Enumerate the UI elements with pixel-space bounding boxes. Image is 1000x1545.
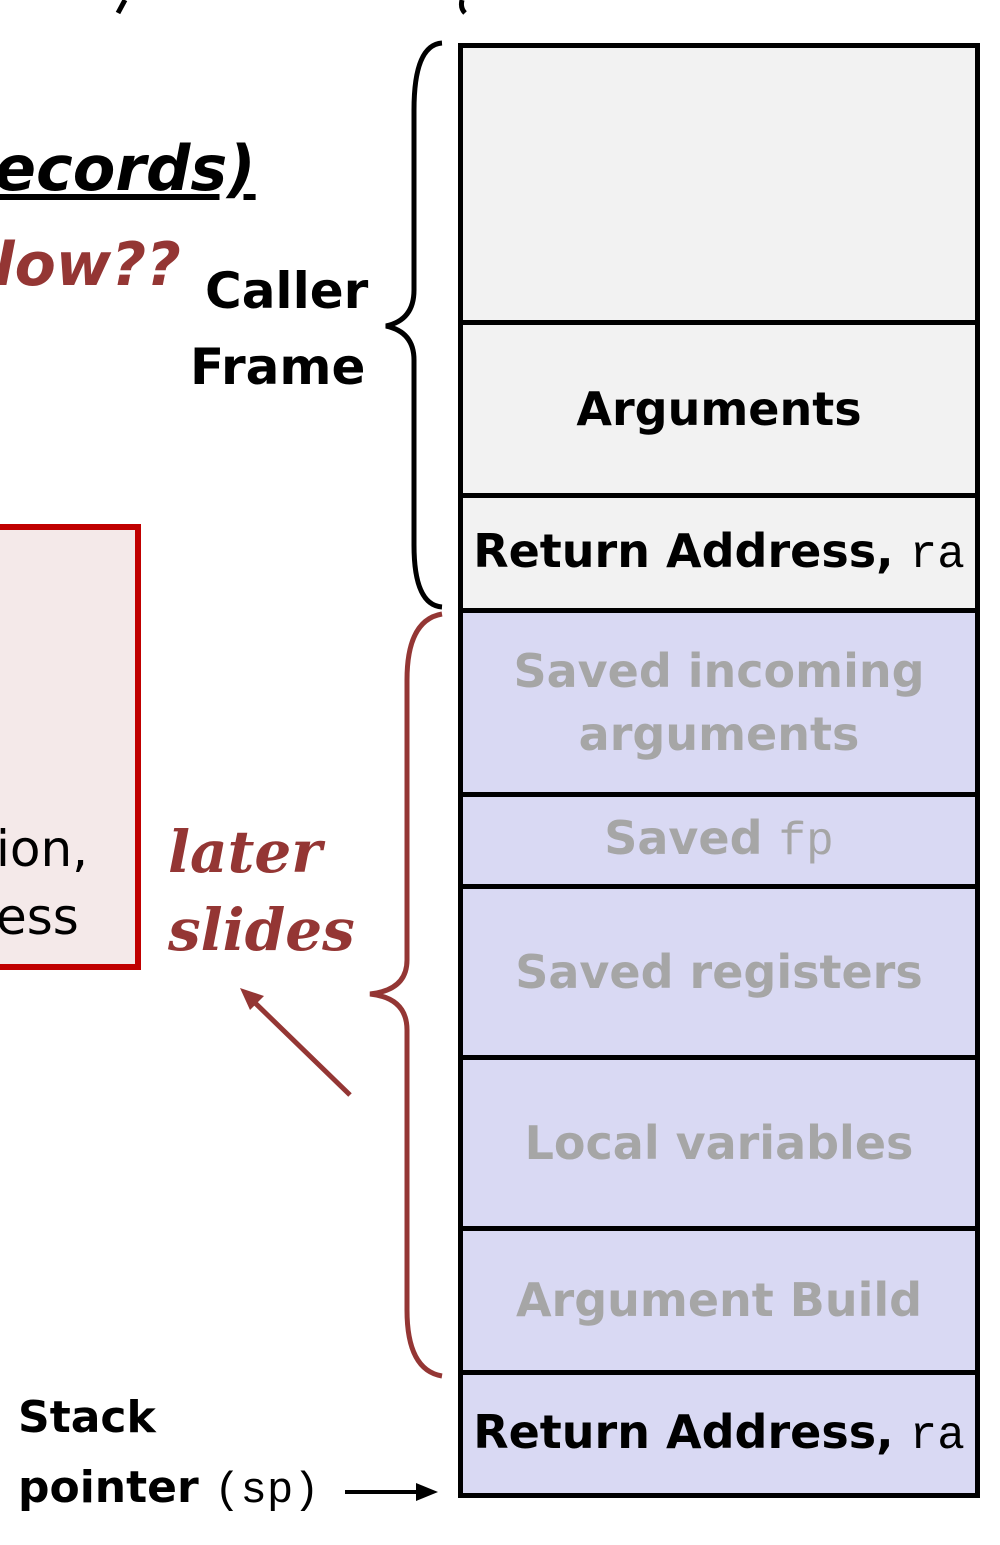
stack-cell-saved-registers: Saved registers xyxy=(458,884,980,1060)
later-label-1: later xyxy=(168,818,322,886)
register-fp: fp xyxy=(778,816,834,869)
note-box xyxy=(0,524,141,970)
cell-label: Local variables xyxy=(524,1115,914,1170)
partial-slash-glyph xyxy=(115,0,128,15)
stack-cell-arguments: Arguments xyxy=(458,320,980,498)
cell-content: Return Address, ra xyxy=(473,520,965,586)
stack-cell-saved-incoming-arguments: Saved incoming arguments xyxy=(458,608,980,797)
stack-cell-callee-return-address: Return Address, ra xyxy=(458,1370,980,1498)
cell-label: Saved registers xyxy=(515,944,923,999)
stack-pointer-label-1: Stack xyxy=(18,1392,156,1443)
stack-cell-local-variables: Local variables xyxy=(458,1055,980,1231)
cell-label: Return Address, xyxy=(473,523,910,578)
cell-label: Saved xyxy=(604,811,779,866)
callee-brace xyxy=(369,611,443,1379)
caller-frame-label-1: Caller xyxy=(205,262,369,320)
cell-label: Return Address, xyxy=(473,1404,910,1459)
later-arrowhead xyxy=(240,988,264,1010)
cell-label: Saved incoming arguments xyxy=(513,644,925,761)
stack-cell-saved-fp: Saved fp xyxy=(458,792,980,889)
note-line1-fragment: ion, xyxy=(0,820,89,878)
caller-brace xyxy=(385,40,443,610)
sp-register: (sp) xyxy=(214,1466,320,1516)
note-line2-fragment: ess xyxy=(0,888,79,946)
register-ra: ra xyxy=(909,1409,965,1462)
records-fragment: ecords) xyxy=(0,132,256,205)
stack-cell-caller-return-address: Return Address, ra xyxy=(458,493,980,613)
stack-cell-argument-build: Argument Build xyxy=(458,1226,980,1375)
sp-arrowhead xyxy=(416,1483,438,1501)
stack-pointer-text: pointer xyxy=(18,1462,199,1513)
how-fragment: low?? xyxy=(0,230,181,300)
caller-frame-label-2: Frame xyxy=(190,338,366,396)
partial-paren-glyph xyxy=(458,0,467,15)
later-label-2: slides xyxy=(168,896,355,964)
stack-cell-caller-upper xyxy=(458,43,980,325)
cell-label: Argument Build xyxy=(515,1273,923,1328)
register-ra: ra xyxy=(909,528,965,581)
cell-content: Saved fp xyxy=(604,807,834,873)
cell-content: Return Address, ra xyxy=(473,1401,965,1467)
cell-label: Arguments xyxy=(576,381,862,436)
later-arrow xyxy=(248,996,352,1097)
stack-pointer-label-2: pointer (sp) xyxy=(18,1462,320,1516)
